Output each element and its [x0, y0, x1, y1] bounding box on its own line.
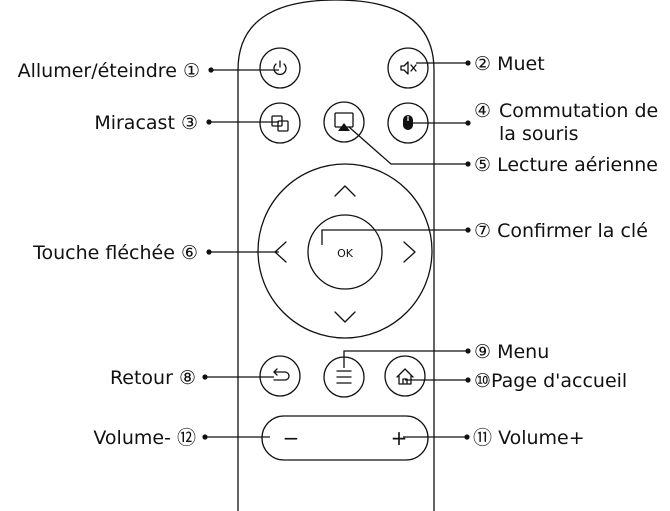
mute-icon: [400, 61, 417, 75]
volume-rocker: − +: [261, 415, 429, 461]
label-arrows: Touche fléchée ⑥: [32, 242, 198, 264]
label-ok: ⑦ Confirmer la clé: [474, 220, 648, 242]
arrow-down-button[interactable]: [334, 311, 356, 323]
power-icon: [273, 60, 287, 76]
back-icon: [273, 368, 290, 381]
label-airplay: ⑤ Lecture aérienne: [474, 154, 658, 176]
label-back: Retour ⑧: [110, 367, 196, 389]
volume-up-button[interactable]: +: [391, 426, 408, 450]
airplay-button[interactable]: [323, 101, 365, 143]
remote-body: [237, 0, 435, 511]
mute-button[interactable]: [387, 47, 429, 89]
label-mute: ② Muet: [474, 53, 545, 75]
mouse-toggle-button[interactable]: [387, 102, 429, 144]
callout-lines: [202, 60, 471, 440]
miracast-icon: [271, 115, 289, 132]
menu-icon: [336, 370, 352, 384]
label-home: ⑩Page d'accueil: [474, 370, 627, 392]
arrow-up-button[interactable]: [334, 185, 356, 197]
volume-down-button[interactable]: −: [283, 426, 300, 450]
back-button[interactable]: [259, 355, 301, 397]
label-mouse-line2: la souris: [499, 123, 579, 145]
home-button[interactable]: [384, 355, 426, 397]
ok-label: OK: [337, 247, 354, 260]
label-volume-up: ⑪ Volume+: [473, 427, 585, 449]
arrow-right-button[interactable]: [403, 241, 416, 263]
power-button[interactable]: [259, 47, 301, 89]
ok-button[interactable]: OK: [307, 214, 383, 290]
mouse-icon: [403, 115, 413, 130]
label-miracast: Miracast ③: [94, 112, 198, 134]
label-volume-down: Volume- ⑫: [93, 427, 196, 449]
label-power: Allumer/éteindre ①: [18, 60, 200, 82]
label-menu: ⑨ Menu: [474, 341, 549, 363]
miracast-button[interactable]: [259, 102, 301, 144]
label-mouse: ④ Commutation de: [474, 100, 658, 122]
airplay-icon: [334, 112, 354, 131]
